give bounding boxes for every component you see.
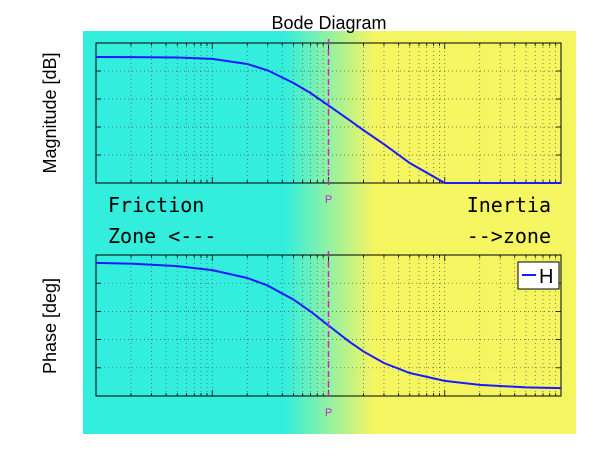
inertia-zone-line2: -->zone — [467, 224, 551, 248]
friction-zone-line2: Zone <--- — [108, 224, 216, 248]
legend-entry-h: H — [539, 266, 553, 288]
inertia-zone-line1: Inertia — [467, 193, 551, 217]
friction-zone-line1: Friction — [108, 193, 204, 217]
magnitude-series-line — [95, 56, 561, 184]
phase-ylabel: Phase [deg] — [40, 278, 60, 374]
magnitude-marker-label: P — [325, 194, 332, 206]
phase-panel — [95, 251, 562, 400]
phase-ticks — [96, 255, 561, 396]
legend: H — [517, 261, 560, 290]
chart-title: Bode Diagram — [271, 13, 386, 33]
magnitude-panel — [95, 39, 562, 187]
zone-background — [83, 31, 576, 434]
phase-marker-label: P — [325, 407, 332, 419]
magnitude-ylabel: Magnitude [dB] — [40, 52, 60, 173]
